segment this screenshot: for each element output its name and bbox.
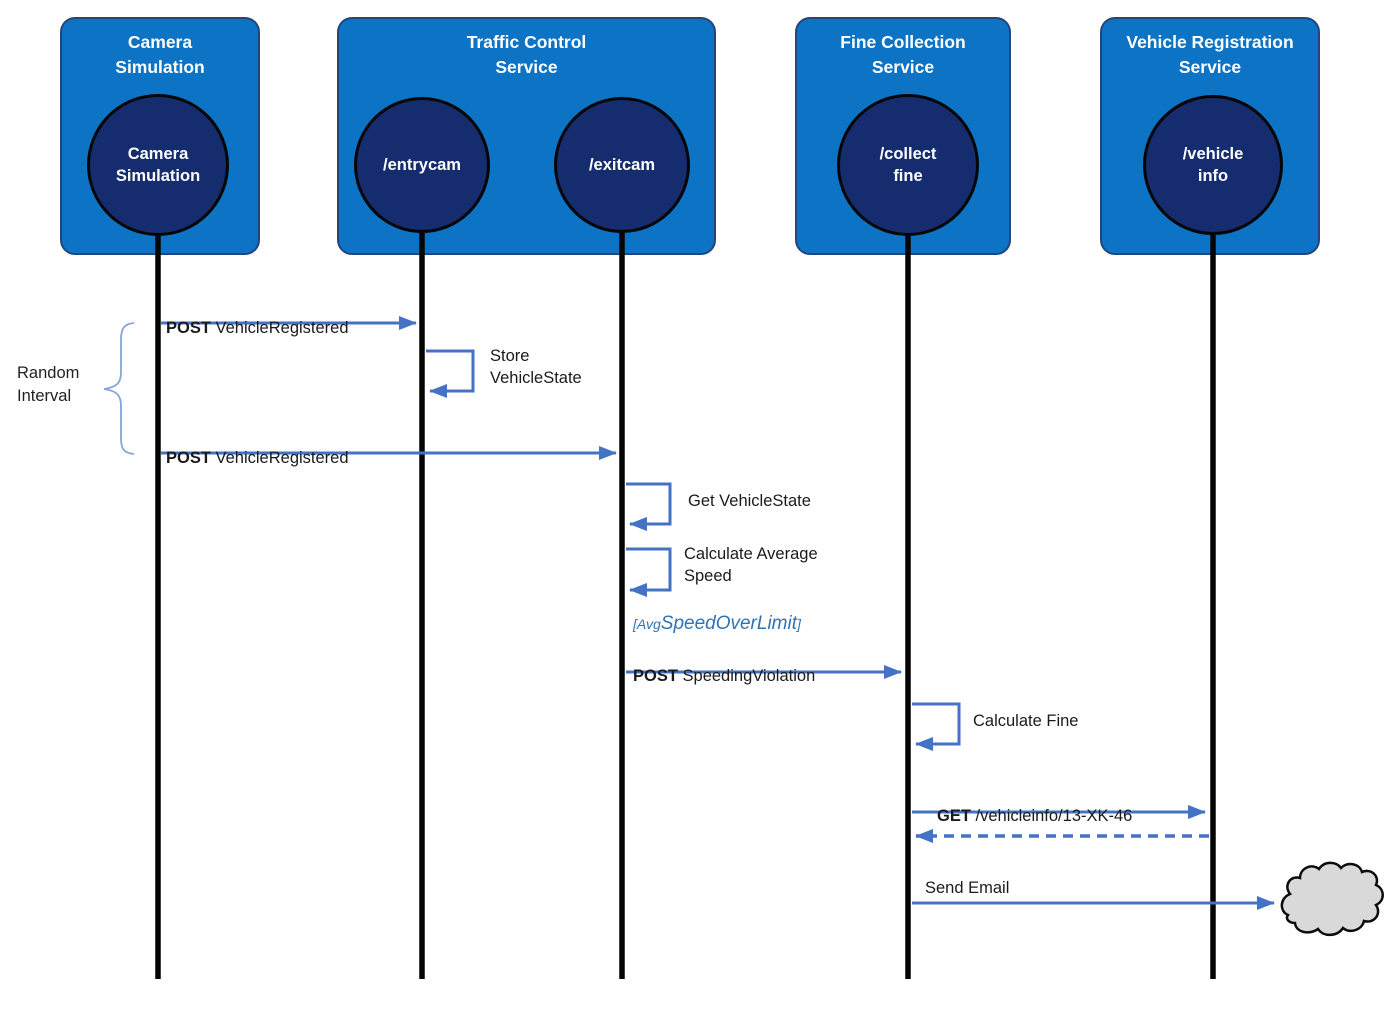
message-calculate-average-speed: Calculate Average Speed: [684, 545, 818, 585]
self-loop-store-vehicle-state: [426, 349, 475, 398]
message-verb: POST: [633, 667, 678, 685]
message-get-vehicle-info: GET /vehicleinfo/13-XK-46: [937, 783, 1132, 827]
message-post-speeding-violation: POST SpeedingViolation: [633, 643, 815, 687]
service-title-traffic-control: Traffic Control Service: [466, 32, 587, 78]
self-loop-get-vehicle-state: [626, 482, 672, 531]
condition-emphasis: SpeedOverLimit: [660, 613, 797, 634]
node-camera-simulation: Camera Simulation: [87, 94, 229, 236]
annotation-random-interval: Random Interval: [17, 364, 80, 405]
message-text: SpeedingViolation: [677, 667, 816, 685]
message-verb: POST: [166, 449, 211, 467]
message-send-email: Send Email: [925, 879, 1010, 897]
service-title-vehicle-registration: Vehicle Registration Service: [1126, 32, 1294, 78]
message-post-vehicle-registered-1: POST VehicleRegistered: [166, 295, 349, 339]
node-label-entrycam: /entrycam: [383, 155, 461, 174]
node-exitcam: /exitcam: [554, 97, 690, 233]
cloud-icon: [1280, 861, 1384, 937]
node-vehicle-info: /vehicle info: [1143, 95, 1283, 235]
message-verb: POST: [166, 319, 211, 337]
message-get-vehicle-state: Get VehicleState: [688, 492, 811, 510]
condition-avg-speed-over-limit: [AvgSpeedOverLimit]: [633, 613, 801, 635]
service-title-fine-collection: Fine Collection Service: [840, 32, 966, 78]
message-text: VehicleRegistered: [210, 319, 349, 337]
condition-close: ]: [797, 616, 801, 632]
node-label-collect-fine: /collect fine: [879, 144, 937, 185]
message-calculate-fine: Calculate Fine: [973, 712, 1079, 730]
message-text: VehicleRegistered: [210, 449, 349, 467]
condition-open: [Avg: [633, 616, 661, 632]
message-post-vehicle-registered-2: POST VehicleRegistered: [166, 425, 349, 469]
node-entrycam: /entrycam: [354, 97, 490, 233]
message-store-vehicle-state: Store VehicleState: [490, 347, 582, 387]
self-loop-calculate-fine: [912, 702, 961, 751]
message-verb: GET: [937, 807, 971, 825]
random-interval-brace: [103, 322, 135, 455]
self-loop-calculate-average-speed: [626, 547, 672, 597]
node-label-exitcam: /exitcam: [588, 155, 656, 174]
service-title-camera-simulation: Camera Simulation: [115, 32, 205, 78]
node-collect-fine: /collect fine: [837, 94, 979, 236]
message-text: /vehicleinfo/13-XK-46: [970, 807, 1133, 825]
node-label-camera-simulation: Camera Simulation: [115, 144, 201, 185]
node-label-vehicle-info: /vehicle info: [1182, 144, 1244, 185]
